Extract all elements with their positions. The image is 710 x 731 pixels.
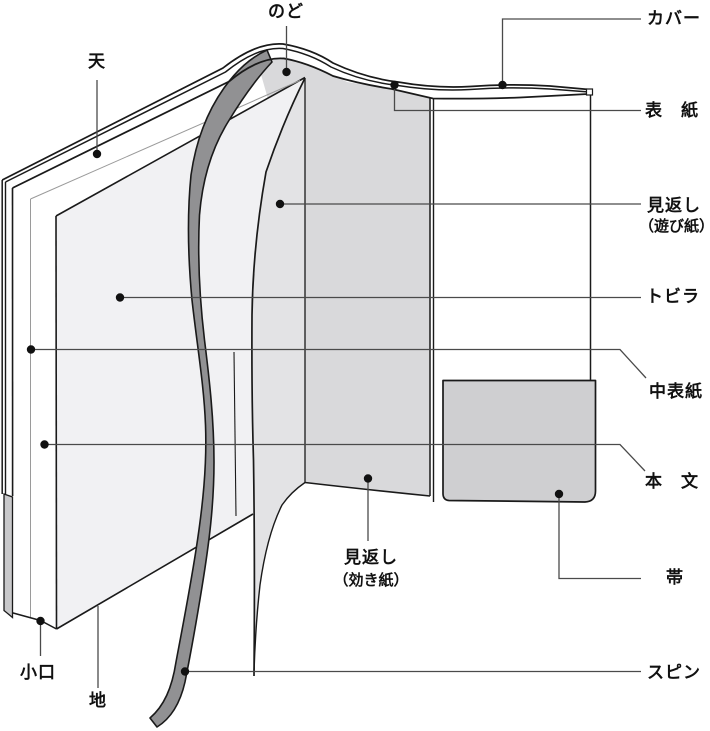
label-ten: 天 <box>88 52 106 71</box>
label-mikaeshi-asobi-line1: 見返し <box>647 196 701 215</box>
flyleaf-face <box>251 78 305 676</box>
title-page-bottom-edge <box>56 513 254 630</box>
open-cover-face <box>432 88 594 502</box>
leader-honbun <box>44 443 646 472</box>
title-page <box>55 76 306 630</box>
obi-band <box>442 379 597 503</box>
dot-spin <box>180 667 190 676</box>
label-mikaeshi-asobi-line2: （遊び紙） <box>639 218 710 235</box>
label-mikaeshi-kiki-line2: （効き紙） <box>333 572 409 589</box>
dot-mikaeshi-kiki <box>363 474 373 483</box>
leader-hyoshi <box>393 85 641 112</box>
cover-sweep <box>1 43 590 189</box>
ribbon-bookmark <box>149 49 273 728</box>
board-top-line <box>12 57 589 189</box>
dot-kaba <box>498 80 507 90</box>
dot-nakahyoshi <box>26 345 36 354</box>
label-mikaeshi-kiki-line1: 見返し <box>344 548 398 567</box>
pastedown-bottom-edge <box>304 481 431 497</box>
dot-koguchi <box>36 616 45 626</box>
flyleaf-curl-edge <box>251 77 306 677</box>
title-page-top-edge <box>55 76 306 217</box>
callout-dots <box>26 67 564 676</box>
hidden-page-edge <box>233 351 237 517</box>
dot-mikaeshi-asobi <box>275 199 285 209</box>
jacket-inner-line <box>5 47 590 183</box>
label-tobira: トビラ <box>646 287 700 306</box>
jacket-outer-line <box>1 43 590 181</box>
label-koguchi: 小口 <box>20 663 56 682</box>
leader-obi <box>558 496 641 580</box>
label-nodo: のど <box>268 2 304 21</box>
pastedown-endpaper-face <box>258 57 430 496</box>
title-page-left-edge <box>55 215 58 630</box>
leader-lines <box>31 18 647 688</box>
obi-spine-strip <box>3 493 14 619</box>
label-hyoshi: 表 紙 <box>645 101 699 120</box>
leader-kaba <box>501 18 641 84</box>
flyleaf-endpaper <box>251 77 306 677</box>
leader-nakahyoshi <box>31 348 647 379</box>
book-block-edges <box>1 80 301 630</box>
dot-hyoshi <box>390 80 399 90</box>
label-nakahyoshi: 中表紙 <box>649 382 703 401</box>
dot-obi <box>554 489 564 499</box>
dot-honbun <box>40 440 49 449</box>
label-chi: 地 <box>89 691 107 710</box>
label-kaba: カバー <box>647 9 701 28</box>
dot-ten <box>92 149 102 159</box>
label-honbun: 本 文 <box>645 472 699 491</box>
title-page-face <box>56 77 305 629</box>
label-spin: スピン <box>647 663 701 682</box>
flyleaf-lower-edge <box>253 481 306 673</box>
half-title-top-line <box>30 80 301 200</box>
cover-corner-marker <box>585 88 594 96</box>
dot-nodo <box>282 67 291 77</box>
dot-tobira <box>115 293 125 302</box>
pastedown-endpaper <box>258 57 431 497</box>
label-obi: 帯 <box>666 568 684 587</box>
